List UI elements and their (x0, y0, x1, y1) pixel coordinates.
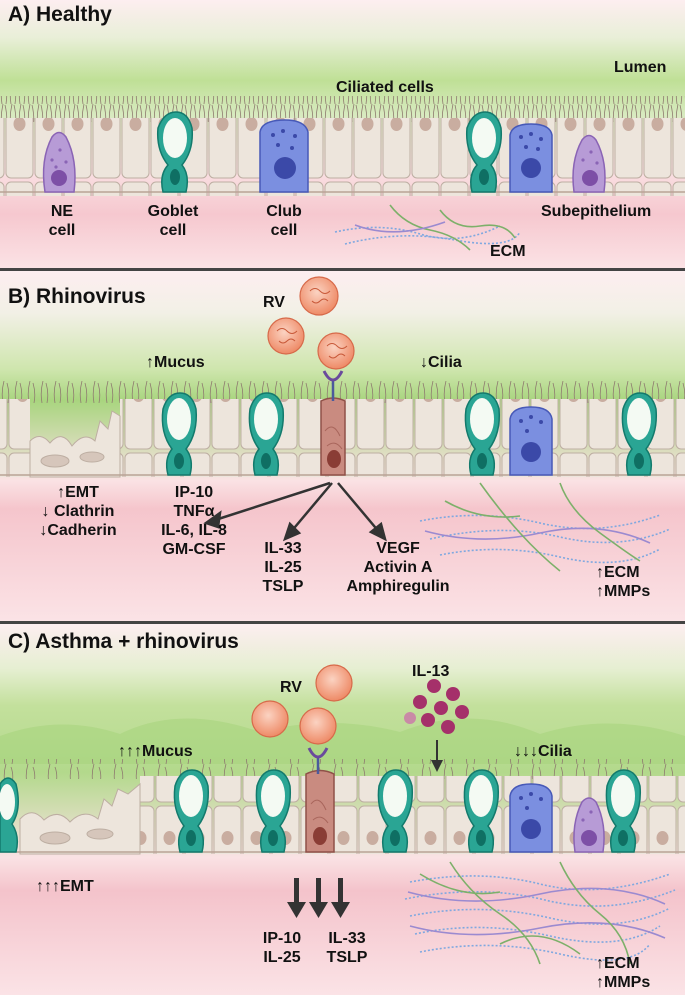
damaged-epithelium (29, 410, 121, 478)
goblet-cell (463, 769, 500, 853)
virus-particle (299, 707, 337, 745)
il13-molecules (404, 679, 469, 734)
goblet-cell (156, 111, 194, 193)
club-cell (509, 123, 553, 193)
panel-asthma-rhinovirus: C) Asthma + rhinovirus RV IL-13 ↑↑↑Mucus… (0, 624, 685, 995)
club-cell (259, 119, 309, 193)
ecm-effects: ↑ECM ↑MMPs (596, 564, 651, 600)
lumen-label: Lumen (614, 59, 667, 76)
goblet-cell (377, 769, 414, 853)
goblet-cell (621, 392, 658, 476)
cilia-layer (0, 96, 685, 122)
goblet-cell (605, 769, 642, 853)
epithelial-layer (0, 118, 685, 196)
secretion-arrows (203, 481, 387, 542)
virus-particle (299, 276, 339, 316)
goblet-cell (161, 392, 198, 476)
ecm-label: ECM (490, 243, 526, 260)
panel-title: C) Asthma + rhinovirus (8, 630, 239, 653)
cytokine-group-2: IL-33 IL-25 TSLP (262, 540, 304, 595)
virus-particle (315, 664, 353, 702)
mucus-label: ↑Mucus (146, 354, 205, 371)
virus-particle (251, 700, 289, 738)
ne-cell (572, 134, 606, 193)
mucus-label: ↑↑↑Mucus (118, 743, 193, 760)
virus-particle (317, 332, 355, 370)
il13-arrow (431, 740, 443, 772)
ne-cell (573, 797, 605, 853)
cytokine-group-3: VEGF Activin A Amphiregulin (346, 540, 450, 595)
goblet-cell (0, 777, 19, 853)
rhinovirus-particles (251, 664, 353, 745)
panel-title: A) Healthy (8, 3, 112, 26)
panel-divider (0, 621, 685, 624)
goblet-cell (173, 769, 210, 853)
panel-divider (0, 268, 685, 271)
ecm-fibers (404, 861, 676, 965)
rhinovirus-scene (0, 271, 685, 621)
infected-cell (305, 747, 335, 853)
secretion-arrows (287, 878, 350, 918)
goblet-cell (465, 111, 503, 193)
subepithelium-label: Subepithelium (541, 203, 652, 220)
rv-label: RV (263, 294, 285, 311)
ecm-fibers (419, 482, 671, 572)
cilia-label: ↓↓↓Cilia (514, 743, 572, 760)
il13-label: IL-13 (412, 663, 450, 680)
asthma-scene (0, 624, 685, 995)
goblet-cell (248, 392, 285, 476)
ne-cell (42, 131, 76, 193)
ecm-effects: ↑ECM ↑MMPs (596, 955, 651, 991)
infected-cell (320, 370, 346, 476)
epithelial-effects: ↑EMT ↓ Clathrin ↓Cadherin (39, 484, 117, 539)
goblet-cell (464, 392, 501, 476)
cytokine-group-left: IP-10 IL-25 (262, 930, 302, 966)
ecm-fibers (334, 204, 521, 251)
rv-label: RV (280, 679, 302, 696)
damaged-epithelium (19, 782, 141, 855)
emt-label: ↑↑↑EMT (36, 878, 94, 895)
goblet-cell (255, 769, 292, 853)
mucus-layer (0, 718, 685, 764)
healthy-scene (0, 0, 685, 268)
cytokine-group-right: IL-33 TSLP (326, 930, 368, 966)
club-cell (509, 406, 553, 476)
cytokine-group-1: IP-10 TNFα IL-6, IL-8 GM-CSF (161, 484, 227, 558)
ciliated-cells-label: Ciliated cells (336, 79, 434, 96)
epithelial-layer (120, 399, 685, 477)
club-cell (509, 783, 553, 853)
virus-particle (267, 317, 305, 355)
cilia-label: ↓Cilia (420, 354, 462, 371)
panel-rhinovirus: B) Rhinovirus RV ↑Mucus ↓Cilia ↑EMT ↓ Cl… (0, 271, 685, 621)
panel-title: B) Rhinovirus (8, 285, 146, 308)
cilia-layer (0, 759, 685, 779)
rhinovirus-particles (267, 276, 355, 370)
